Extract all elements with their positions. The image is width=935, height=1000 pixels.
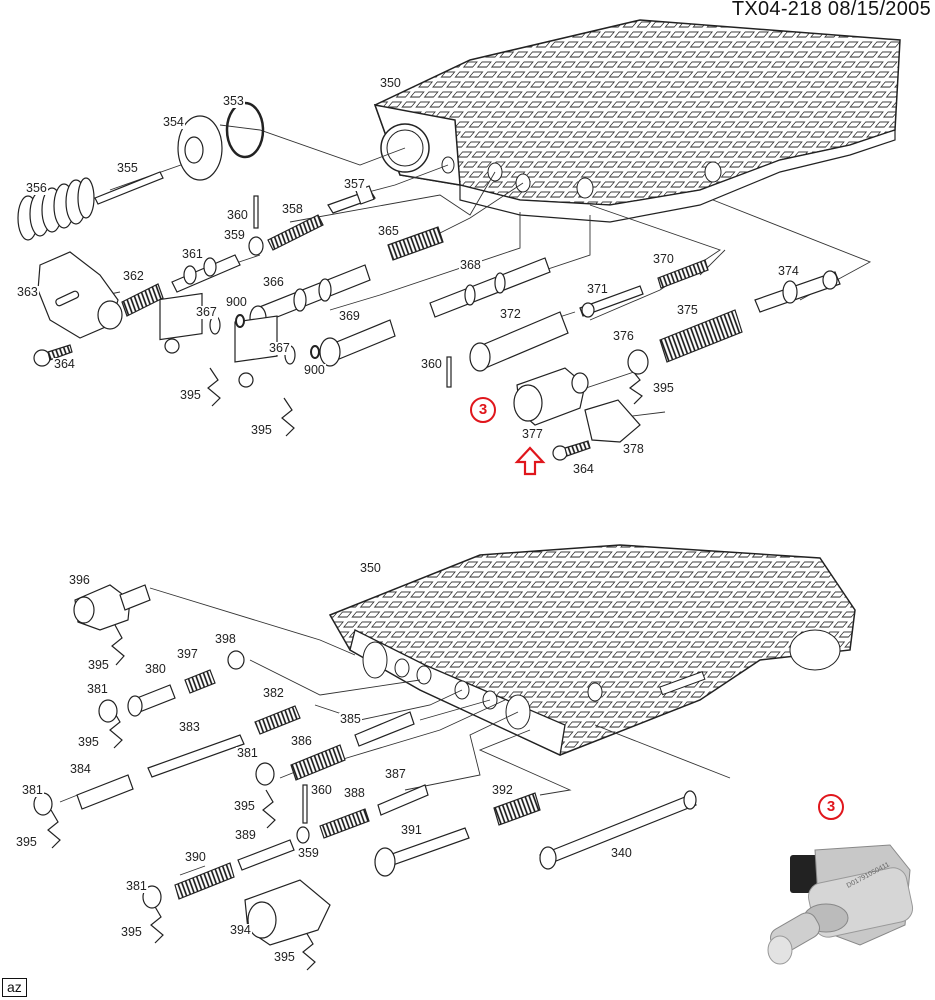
label-395-top-b: 395	[250, 423, 273, 437]
label-374: 374	[777, 264, 800, 278]
label-397: 397	[176, 647, 199, 661]
label-389: 389	[234, 828, 257, 842]
label-382: 382	[262, 686, 285, 700]
label-356: 356	[25, 181, 48, 195]
label-367-b: 367	[268, 341, 291, 355]
label-395-top-c: 395	[652, 381, 675, 395]
label-395-bottom-b: 395	[77, 735, 100, 749]
label-375: 375	[676, 303, 699, 317]
label-368: 368	[459, 258, 482, 272]
callout-3-diagram: 3	[470, 397, 496, 423]
label-361: 361	[181, 247, 204, 261]
label-371: 371	[586, 282, 609, 296]
label-362: 362	[122, 269, 145, 283]
label-367-a: 367	[195, 305, 218, 319]
spring-356	[17, 177, 95, 241]
label-365: 365	[377, 224, 400, 238]
parts-bottom	[33, 584, 697, 971]
label-350-bottom: 350	[359, 561, 382, 575]
label-370: 370	[652, 252, 675, 266]
label-378: 378	[622, 442, 645, 456]
label-364-b: 364	[572, 463, 595, 474]
label-395-top-a: 395	[179, 388, 202, 402]
label-366: 366	[262, 275, 285, 289]
document-id-date: TX04-218 08/15/2005	[731, 0, 931, 20]
label-383: 383	[178, 720, 201, 734]
label-384: 384	[69, 762, 92, 776]
label-396: 396	[68, 573, 91, 587]
highlight-arrow	[514, 446, 546, 476]
label-398: 398	[214, 632, 237, 646]
label-357: 357	[343, 177, 366, 191]
label-392: 392	[491, 783, 514, 797]
label-900-a: 900	[225, 295, 248, 309]
label-359-top: 359	[223, 228, 246, 242]
label-381-a: 381	[86, 682, 109, 696]
label-385: 385	[339, 712, 362, 726]
valve-body-top	[373, 19, 901, 223]
label-395-bottom-e: 395	[120, 925, 143, 939]
corner-tag: az	[2, 978, 27, 997]
label-369: 369	[338, 309, 361, 323]
label-395-bottom-a: 395	[87, 658, 110, 672]
solenoid-photo: D01791050411	[767, 844, 914, 965]
label-388: 388	[343, 786, 366, 800]
label-355: 355	[116, 161, 139, 175]
label-363: 363	[16, 285, 39, 299]
label-381-c: 381	[21, 783, 44, 797]
label-394: 394	[229, 923, 252, 937]
label-380: 380	[144, 662, 167, 676]
label-354: 354	[162, 115, 185, 129]
label-372: 372	[499, 307, 522, 321]
label-395-bottom-d: 395	[15, 835, 38, 849]
label-386: 386	[290, 734, 313, 748]
parts-top	[17, 101, 841, 461]
label-377: 377	[521, 427, 544, 441]
label-381-d: 381	[125, 879, 148, 893]
label-360-top-b: 360	[420, 357, 443, 371]
label-395-bottom-c: 395	[233, 799, 256, 813]
label-358: 358	[281, 202, 304, 216]
label-391: 391	[400, 823, 423, 837]
label-340: 340	[610, 846, 633, 860]
label-360-top-a: 360	[226, 208, 249, 222]
label-360-bottom: 360	[310, 783, 333, 797]
label-900-b: 900	[303, 363, 326, 377]
label-395-bottom-f: 395	[273, 950, 296, 964]
label-381-b: 381	[236, 746, 259, 760]
label-390: 390	[184, 850, 207, 864]
label-353: 353	[222, 94, 245, 108]
label-359-bottom: 359	[297, 846, 320, 860]
label-364-a: 364	[53, 357, 76, 371]
label-376: 376	[612, 329, 635, 343]
label-387: 387	[384, 767, 407, 781]
callout-3-photo: 3	[818, 794, 844, 820]
label-350-top: 350	[379, 76, 402, 90]
